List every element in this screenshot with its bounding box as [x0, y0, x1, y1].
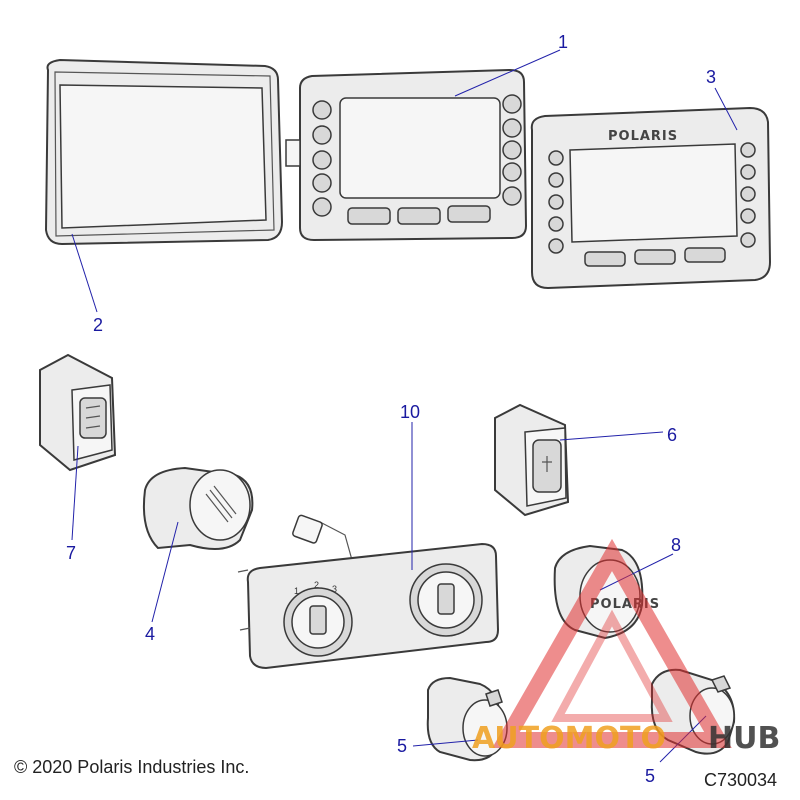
callout-3: 3	[706, 67, 716, 87]
rocker-switch-part-7	[39, 353, 117, 472]
watermark: AUTOMOTO HUB	[472, 538, 780, 756]
callout-2: 2	[93, 315, 103, 335]
control-panel-part-10: 1 2 3	[237, 514, 500, 670]
knob-scale-1: 1	[294, 586, 299, 596]
knob-switch-part-4	[142, 466, 254, 550]
leader-lines	[71, 49, 738, 763]
callout-labels: 1 2 3 4 5 5 6 7 8 10	[66, 32, 716, 786]
display-unit-part	[285, 68, 528, 242]
callout-10: 10	[400, 402, 420, 422]
knob-scale-2: 2	[314, 580, 319, 590]
bezel-brand-text: POLARIS	[608, 129, 678, 144]
callout-5b: 5	[645, 766, 655, 786]
display-frame-part	[44, 58, 284, 246]
callout-6: 6	[667, 425, 677, 445]
watermark-text-2: HUB	[708, 721, 780, 756]
knob-scale-3: 3	[332, 584, 337, 594]
callout-7: 7	[66, 543, 76, 563]
display-bezel-part: POLARIS	[530, 106, 772, 290]
watermark-text-1: AUTOMOTO	[472, 721, 666, 756]
callout-8: 8	[671, 535, 681, 555]
callout-4: 4	[145, 624, 155, 644]
toggle-switch-part-6	[494, 403, 570, 517]
copyright-text: © 2020 Polaris Industries Inc.	[14, 757, 250, 777]
callout-1: 1	[558, 32, 568, 52]
diagram-code: C730034	[704, 770, 778, 790]
callout-5a: 5	[397, 736, 407, 756]
